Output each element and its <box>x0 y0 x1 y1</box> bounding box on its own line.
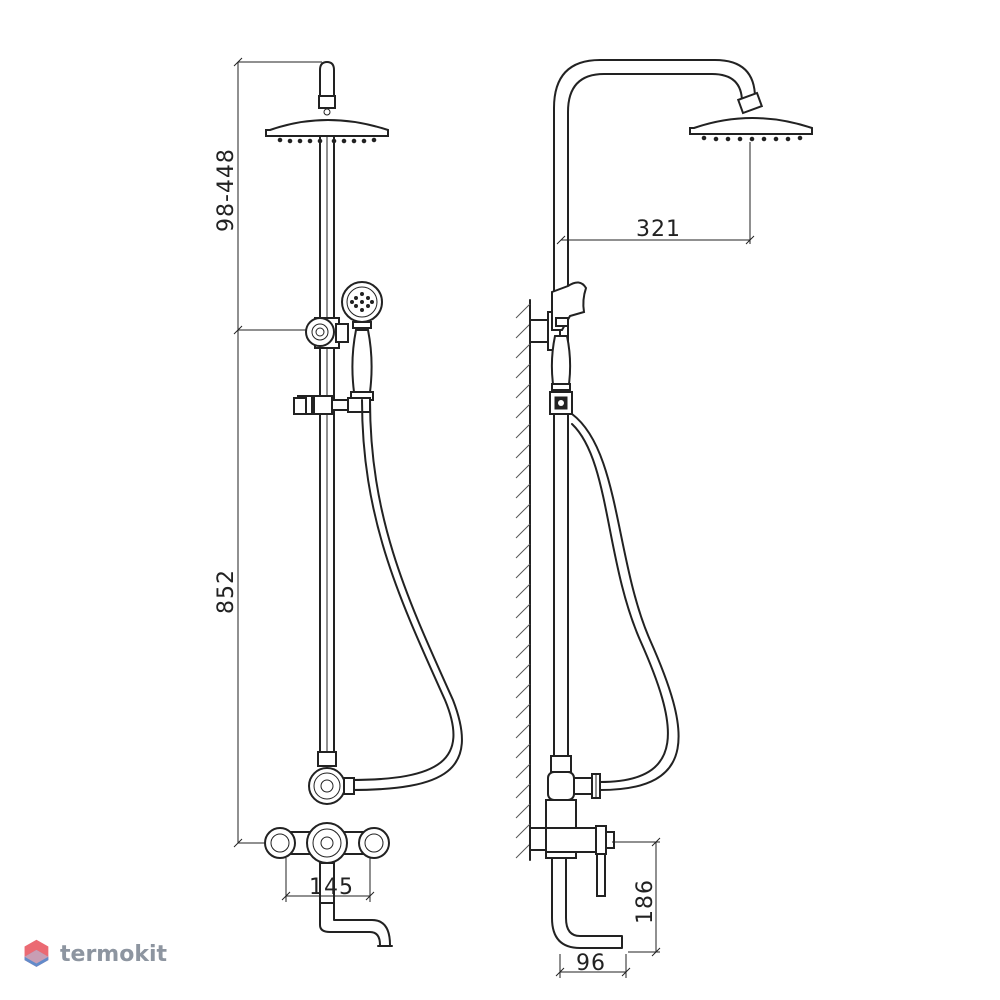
front-view <box>264 61 463 947</box>
hand-shower-handle-side <box>550 335 572 385</box>
watermark-text: termokit <box>60 942 168 967</box>
dim-head-reach: 321 <box>636 217 681 242</box>
spout-side <box>551 857 623 949</box>
dim-bar-height: 852 <box>214 569 239 614</box>
hand-shower-handle-front <box>351 329 373 393</box>
diverter-side <box>547 771 575 801</box>
dim-spout-reach: 96 <box>576 951 606 976</box>
overhead-shower-front <box>265 119 389 137</box>
slider-knob <box>305 317 335 347</box>
dim-spout-height: 186 <box>633 879 658 924</box>
hose-side <box>571 413 680 791</box>
termokit-logo-icon <box>24 939 49 967</box>
dim-head-height: 98-448 <box>214 148 239 232</box>
overhead-shower-side <box>689 117 813 135</box>
riser-pipe-side <box>553 59 756 761</box>
front-dimensions: 98-448 852 145 <box>214 57 375 902</box>
spout-front <box>319 902 391 946</box>
hose-front <box>349 399 455 781</box>
side-dimensions: 186 96 <box>555 837 661 978</box>
dim-mixer-spacing: 145 <box>309 875 354 900</box>
side-view: 321 <box>515 59 813 949</box>
mixer-lever-side <box>596 853 606 897</box>
